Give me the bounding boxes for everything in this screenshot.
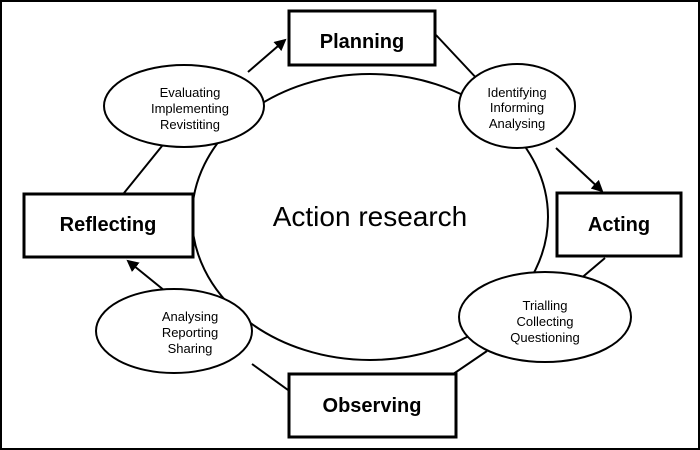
activity-ellipse-shape [458, 271, 632, 363]
activity-text: Evaluating [160, 85, 221, 100]
connector-planning-to-identifying [435, 34, 481, 83]
activity-text: Questioning [510, 330, 579, 345]
stage-box-observing: Observing [287, 372, 458, 439]
connector-reflecting-to-evaluating [123, 145, 163, 194]
activity-text: Revistiting [160, 117, 220, 132]
stage-label-planning: Planning [320, 31, 404, 53]
activity-ellipse-shape [103, 64, 265, 148]
activity-text: Reporting [162, 325, 218, 340]
centre-title: Action research [273, 201, 468, 232]
connector-analysing-to-reflecting [126, 259, 166, 292]
stage-box-shape [287, 9, 437, 67]
stage-label-observing: Observing [323, 395, 422, 417]
activity-text: Identifying [487, 85, 546, 100]
connector-observing-to-analysing [251, 363, 289, 391]
stage-label-reflecting: Reflecting [60, 214, 157, 236]
activity-ellipse-evaluating: Evaluating Implementing Revistiting [103, 64, 265, 148]
connector-identifying-to-acting [555, 147, 604, 193]
stage-box-shape [555, 191, 683, 258]
activity-text: Sharing [168, 341, 213, 356]
activity-text: Informing [490, 100, 544, 115]
stage-box-acting: Acting [555, 191, 683, 258]
activity-ellipse-shape [95, 288, 253, 374]
activity-text: Analysing [489, 116, 545, 131]
stage-label-acting: Acting [588, 214, 650, 236]
activity-text: Implementing [151, 101, 229, 116]
stage-box-shape [287, 372, 458, 439]
connector-evaluating-to-planning [247, 38, 287, 73]
activity-ellipse-trialling: Trialling Collecting Questioning [458, 271, 632, 363]
stage-box-planning: Planning [287, 9, 437, 67]
stage-box-reflecting: Reflecting [22, 192, 195, 259]
stage-box-shape [22, 192, 195, 259]
activity-text: Analysing [162, 309, 218, 324]
activity-ellipse-shape [458, 63, 576, 149]
activity-ellipse-analysing: Analysing Reporting Sharing [95, 288, 253, 374]
activity-text: Trialling [522, 298, 567, 313]
activity-ellipse-identifying: Identifying Informing Analysing [458, 63, 576, 149]
activity-text: Collecting [516, 314, 573, 329]
